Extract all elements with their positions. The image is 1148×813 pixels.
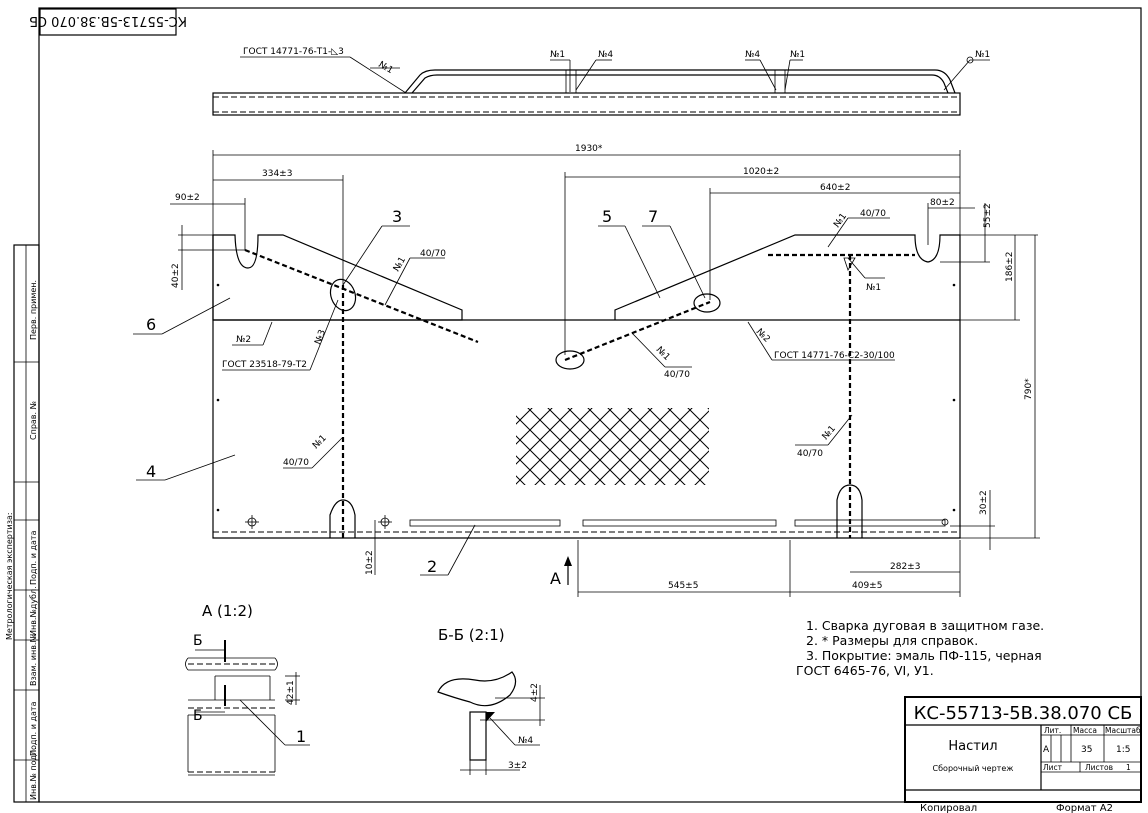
view-a-title: А (1:2) — [202, 602, 253, 620]
title-block-name: Настил — [948, 739, 997, 754]
tb-copied: Копировал — [920, 803, 977, 813]
top-weld-1d: №1 — [975, 50, 990, 60]
weld-n1-f: №1 — [821, 424, 838, 442]
weld-n1-d: №1 — [832, 212, 849, 230]
dim-640: 640±2 — [820, 183, 850, 193]
side-podp-data-2: Подп. и дата — [29, 701, 38, 756]
side-inv-podl: Инв.№ подл. — [29, 747, 38, 800]
section-bb: Б-Б (2:1) 4±2 №4 3±2 — [437, 626, 545, 775]
section-bb-weld-n4: №4 — [518, 736, 533, 746]
weld-fraction-a: 40/70 — [420, 249, 446, 259]
title-block-code: КС-55713-5В.38.070 СБ — [914, 703, 1133, 724]
top-weld-4b: №4 — [745, 50, 760, 60]
side-podp-data-1: Подп. и дата — [29, 530, 38, 585]
top-view: ГОСТ 14771-76-Т1-◺3 №1 №1 №4 №4 №1 №1 — [212, 47, 990, 116]
top-weld-4a: №4 — [598, 50, 613, 60]
weld-fraction-d: 40/70 — [860, 209, 886, 219]
part-2: 2 — [427, 557, 437, 576]
title-block: КС-55713-5В.38.070 СБ Настил Сборочный ч… — [904, 696, 1142, 813]
dim-90: 90±2 — [175, 193, 200, 203]
main-view: 1930* 334±3 1020±2 640±2 90±2 80±2 55±2 … — [133, 144, 1040, 597]
tb-sheet: Лист — [1043, 763, 1063, 772]
top-weld-1b: №1 — [550, 50, 565, 60]
title-block-subtitle: Сборочный чертеж — [933, 764, 1014, 773]
dim-80: 80±2 — [930, 198, 955, 208]
dim-282: 282±3 — [890, 562, 920, 572]
side-strip: Перв. примен. Справ. № Метрологическая э… — [5, 244, 40, 803]
weld-n3: №3 — [313, 328, 328, 346]
tb-format: Формат А2 — [1056, 803, 1113, 813]
weld-n2-a: №2 — [236, 335, 251, 345]
note-1: 1. Сварка дуговая в защитном газе. — [806, 618, 1044, 633]
dim-409: 409±5 — [852, 581, 882, 591]
corner-stamp: КС-55713-5В.38.070 СБ — [29, 8, 187, 36]
weld-n1-b: №1 — [311, 433, 329, 451]
part-4: 4 — [146, 462, 156, 481]
note-3b: ГОСТ 6465-76, VI, У1. — [796, 663, 934, 678]
tb-sheets-count: 1 — [1126, 763, 1131, 772]
dim-40: 40±2 — [171, 263, 181, 288]
tb-mass-header: Масса — [1073, 726, 1097, 735]
side-inv-dubl: Инв.№дубл. — [29, 586, 38, 636]
tb-sheets: Листов — [1085, 763, 1113, 772]
tb-lit: А — [1043, 745, 1050, 755]
corner-stamp-text: КС-55713-5В.38.070 СБ — [29, 13, 187, 28]
view-a: А (1:2) Б Б 42±1 1 — [185, 602, 310, 776]
view-arrow-a: А — [550, 569, 561, 588]
top-weld-1a: №1 — [377, 60, 395, 76]
dim-3: 3±2 — [508, 761, 527, 771]
top-gost-label: ГОСТ 14771-76-Т1-◺3 — [243, 47, 344, 57]
dim-30: 30±2 — [979, 490, 989, 515]
sheet-frame — [38, 7, 1142, 803]
dim-42: 42±1 — [286, 680, 296, 705]
dim-10: 10±2 — [365, 550, 375, 575]
dim-1930: 1930* — [575, 144, 603, 154]
section-bb-title: Б-Б (2:1) — [438, 626, 505, 644]
note-2: 2. * Размеры для справок. — [806, 633, 978, 648]
weld-fraction-f: 40/70 — [797, 449, 823, 459]
weld-gost-14771: ГОСТ 14771-76-С2-30/100 — [774, 351, 895, 361]
notes: 1. Сварка дуговая в защитном газе. 2. * … — [796, 618, 1044, 678]
part-6: 6 — [146, 315, 156, 334]
dim-334: 334±3 — [262, 169, 292, 179]
weld-n1-e: №1 — [866, 283, 881, 293]
side-vzam-inv: Взам. инв.№ — [29, 634, 38, 686]
weld-n2-b: №2 — [754, 327, 772, 345]
weld-n1-c: №1 — [654, 345, 672, 363]
top-weld-1c: №1 — [790, 50, 805, 60]
view-a-section-b-bottom: Б — [193, 708, 203, 724]
side-perv-primen: Перв. примен. — [29, 280, 38, 340]
side-sprav: Справ. № — [29, 400, 38, 440]
part-3: 3 — [392, 207, 402, 226]
part-5: 5 — [602, 207, 612, 226]
dim-790: 790* — [1024, 378, 1034, 400]
dim-1020: 1020±2 — [743, 167, 779, 177]
side-metrology: Метрологическая экспертиза: — [5, 512, 14, 640]
part-7: 7 — [648, 207, 658, 226]
weld-fraction-c: 40/70 — [664, 370, 690, 380]
tb-scale-header: Масштаб — [1105, 726, 1141, 735]
view-a-part-1: 1 — [296, 727, 306, 746]
note-3: 3. Покрытие: эмаль ПФ-115, черная — [806, 648, 1042, 663]
weld-fraction-b: 40/70 — [283, 458, 309, 468]
tb-lit-header: Лит. — [1044, 726, 1061, 735]
weld-gost-23518: ГОСТ 23518-79-Т2 — [222, 360, 307, 370]
view-a-section-b-top: Б — [193, 633, 203, 649]
dim-186: 186±2 — [1005, 252, 1015, 282]
weld-n1-a: №1 — [392, 255, 408, 273]
dim-545: 545±5 — [668, 581, 698, 591]
tb-scale: 1:5 — [1116, 745, 1130, 755]
tb-mass: 35 — [1081, 745, 1092, 755]
dim-55: 55±2 — [983, 203, 993, 228]
dim-4: 4±2 — [530, 683, 540, 702]
